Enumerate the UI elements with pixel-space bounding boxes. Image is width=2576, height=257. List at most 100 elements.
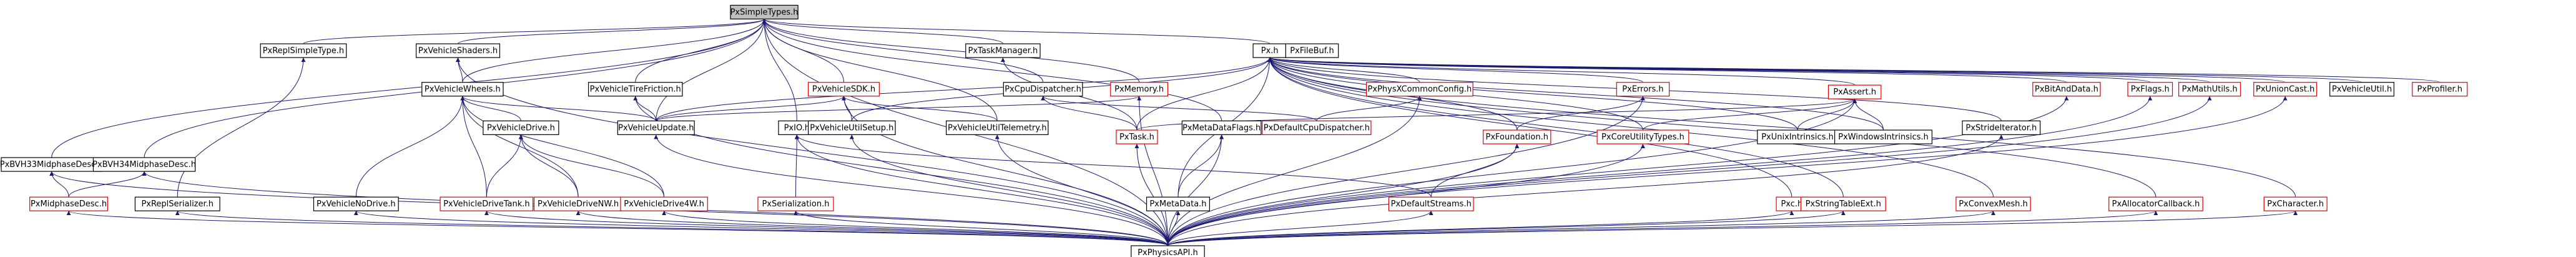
node-pxvehicleutil-h[interactable]: PxVehicleUtil.h <box>2329 82 2395 97</box>
node-box <box>483 120 559 135</box>
node-box <box>1146 196 1210 211</box>
node-pxallocatorcallback-h[interactable]: PxAllocatorCallback.h <box>2108 196 2203 211</box>
node-pxbvh33midphasedesc-h[interactable]: PxBVH33MidphaseDesc.h <box>0 157 104 172</box>
node-label: PxVehicleUtil.h <box>2332 85 2392 94</box>
node-label: PxVehicleSDK.h <box>812 85 875 94</box>
node-pxcharacter-h[interactable]: PxCharacter.h <box>2263 196 2328 211</box>
node-px-h[interactable]: Px.h <box>1252 43 1287 58</box>
node-pxtask-h[interactable]: PxTask.h <box>1116 129 1158 144</box>
node-box <box>2263 196 2328 211</box>
dependency-edge <box>303 18 767 44</box>
node-label: PxBitAndData.h <box>2035 85 2098 94</box>
node-label: PxAssert.h <box>1833 88 1876 97</box>
dependency-edge <box>460 96 657 121</box>
node-pxvehicledrive4w-h[interactable]: PxVehicleDrive4W.h <box>620 196 708 211</box>
node-box <box>415 43 501 58</box>
dependency-edge <box>762 18 1003 44</box>
node-pxvehicleutiltelemetry-h[interactable]: PxVehicleUtilTelemetry.h <box>946 120 1049 135</box>
dependency-edge <box>1267 58 1994 198</box>
node-pxunixintrinsics-h[interactable]: PxUnixIntrinsics.h <box>1757 129 1838 144</box>
node-pxvehicleupdate-h[interactable]: PxVehicleUpdate.h <box>617 120 695 135</box>
node-pxmetadataflags-h[interactable]: PxMetaDataFlags.h <box>1181 120 1262 135</box>
node-pxfilebuf-h[interactable]: PxFileBuf.h <box>1285 43 1339 58</box>
dependency-edge <box>484 210 1168 246</box>
dependency-edge <box>458 18 767 44</box>
node-pxvehicletirefriction-h[interactable]: PxVehicleTireFriction.h <box>587 82 683 97</box>
dependency-edge <box>518 134 665 198</box>
node-pxio-h[interactable]: PxIO.h <box>778 120 816 135</box>
node-label: PxProfiler.h <box>2417 85 2462 94</box>
node-label: PxMathUtils.h <box>2182 85 2238 94</box>
node-pxc-h[interactable]: Pxc.h <box>1776 196 1808 211</box>
node-pxtaskmanager-h[interactable]: PxTaskManager.h <box>965 43 1041 58</box>
node-pxreplserializer-h[interactable]: PxReplSerializer.h <box>134 196 220 211</box>
node-box <box>1181 120 1262 135</box>
node-box <box>2253 82 2318 97</box>
node-label: PxVehicleDrive.h <box>487 123 555 133</box>
node-box <box>2412 82 2468 97</box>
node-pxvehicleutilsetup-h[interactable]: PxVehicleUtilSetup.h <box>808 120 896 135</box>
node-pxbvh34midphasedesc-h[interactable]: PxBVH34MidphaseDesc.h <box>92 157 196 172</box>
node-box <box>808 82 880 97</box>
node-pxstringtableext-h[interactable]: PxStringTableExt.h <box>1800 196 1886 211</box>
node-pxdefaultstreams-h[interactable]: PxDefaultStreams.h <box>1388 196 1474 211</box>
node-pxprofiler-h[interactable]: PxProfiler.h <box>2412 82 2468 97</box>
node-pxcoreutilitytypes-h[interactable]: PxCoreUtilityTypes.h <box>1596 129 1689 144</box>
dependency-edge <box>1267 57 2362 83</box>
node-box <box>1955 196 2031 211</box>
node-pxphysxcommonconfig-h[interactable]: PxPhysXCommonConfig.h <box>1366 82 1473 97</box>
node-pxvehicledrivenw-h[interactable]: PxVehicleDriveNW.h <box>533 196 623 211</box>
node-box <box>2178 82 2241 97</box>
node-pxserialization-h[interactable]: PxSerialization.h <box>757 196 834 211</box>
node-label: PxDefaultCpuDispatcher.h <box>1264 123 1370 133</box>
node-pxassert-h[interactable]: PxAssert.h <box>1827 84 1882 99</box>
node-pxreplsimpletype-h[interactable]: PxReplSimpleType.h <box>260 43 347 58</box>
node-pxvehiclesdk-h[interactable]: PxVehicleSDK.h <box>808 82 880 97</box>
dependency-edge <box>1167 210 1846 246</box>
node-pxconvexmesh-h[interactable]: PxConvexMesh.h <box>1955 196 2031 211</box>
node-pxstrideiterator-h[interactable]: PxStrideIterator.h <box>1962 120 2041 135</box>
node-pxmidphasedesc-h[interactable]: PxMidphaseDesc.h <box>29 196 108 211</box>
node-box <box>808 120 896 135</box>
node-label: PxFileBuf.h <box>1290 46 1334 56</box>
node-pxbitanddata-h[interactable]: PxBitAndData.h <box>2032 82 2101 97</box>
node-label: PxVehicleNoDrive.h <box>317 199 396 209</box>
node-pxerrors-h[interactable]: PxErrors.h <box>1616 82 1670 97</box>
dependency-edge <box>995 134 1168 246</box>
node-pxcpudispatcher-h[interactable]: PxCpuDispatcher.h <box>1003 82 1083 97</box>
node-pxwindowsintrinsics-h[interactable]: PxWindowsIntrinsics.h <box>1834 129 1933 144</box>
dependency-edge <box>1267 58 2296 198</box>
node-pxdefaultcpudispatcher-h[interactable]: PxDefaultCpuDispatcher.h <box>1262 120 1372 135</box>
node-box <box>313 196 399 211</box>
node-pxflags-h[interactable]: PxFlags.h <box>2127 82 2173 97</box>
node-pxvehicledrivetank-h[interactable]: PxVehicleDriveTank.h <box>440 196 534 211</box>
dependency-edge <box>486 134 523 198</box>
node-pxvehiclenodrive-h[interactable]: PxVehicleNoDrive.h <box>313 196 399 211</box>
node-pxphysicsapi-h[interactable]: PxPhysicsAPI.h <box>1131 245 1205 257</box>
node-box <box>1962 120 2041 135</box>
dependency-edge <box>175 210 1168 246</box>
node-pxsimpletypes-h[interactable]: PxSimpleTypes.h <box>730 4 799 20</box>
node-label: PxBVH33MidphaseDesc.h <box>0 160 104 169</box>
node-pxunioncast-h[interactable]: PxUnionCast.h <box>2253 82 2318 97</box>
dependency-edge <box>1167 211 1181 246</box>
node-pxfoundation-h[interactable]: PxFoundation.h <box>1483 129 1551 144</box>
node-pxvehiclewheels-h[interactable]: PxVehicleWheels.h <box>421 82 504 97</box>
node-label: PxSimpleTypes.h <box>730 8 799 17</box>
node-box <box>1827 84 1882 99</box>
node-pxvehicleshaders-h[interactable]: PxVehicleShaders.h <box>415 43 501 58</box>
dependency-edge <box>1134 144 1168 246</box>
node-label: PxVehicleUtilTelemetry.h <box>948 123 1047 133</box>
node-pxmemory-h[interactable]: PxMemory.h <box>1110 82 1169 97</box>
node-box <box>1131 245 1205 257</box>
dependency-edge <box>460 96 521 121</box>
node-pxvehicledrive-h[interactable]: PxVehicleDrive.h <box>483 120 559 135</box>
node-label: PxReplSerializer.h <box>141 199 214 209</box>
node-box <box>1616 82 1670 97</box>
dependency-edge <box>354 210 1168 246</box>
node-pxmetadata-h[interactable]: PxMetaData.h <box>1146 196 1210 211</box>
node-box <box>1800 196 1886 211</box>
dependency-edge <box>1137 96 1168 246</box>
node-label: PxAllocatorCallback.h <box>2112 199 2200 209</box>
node-pxmathutils-h[interactable]: PxMathUtils.h <box>2178 82 2241 97</box>
